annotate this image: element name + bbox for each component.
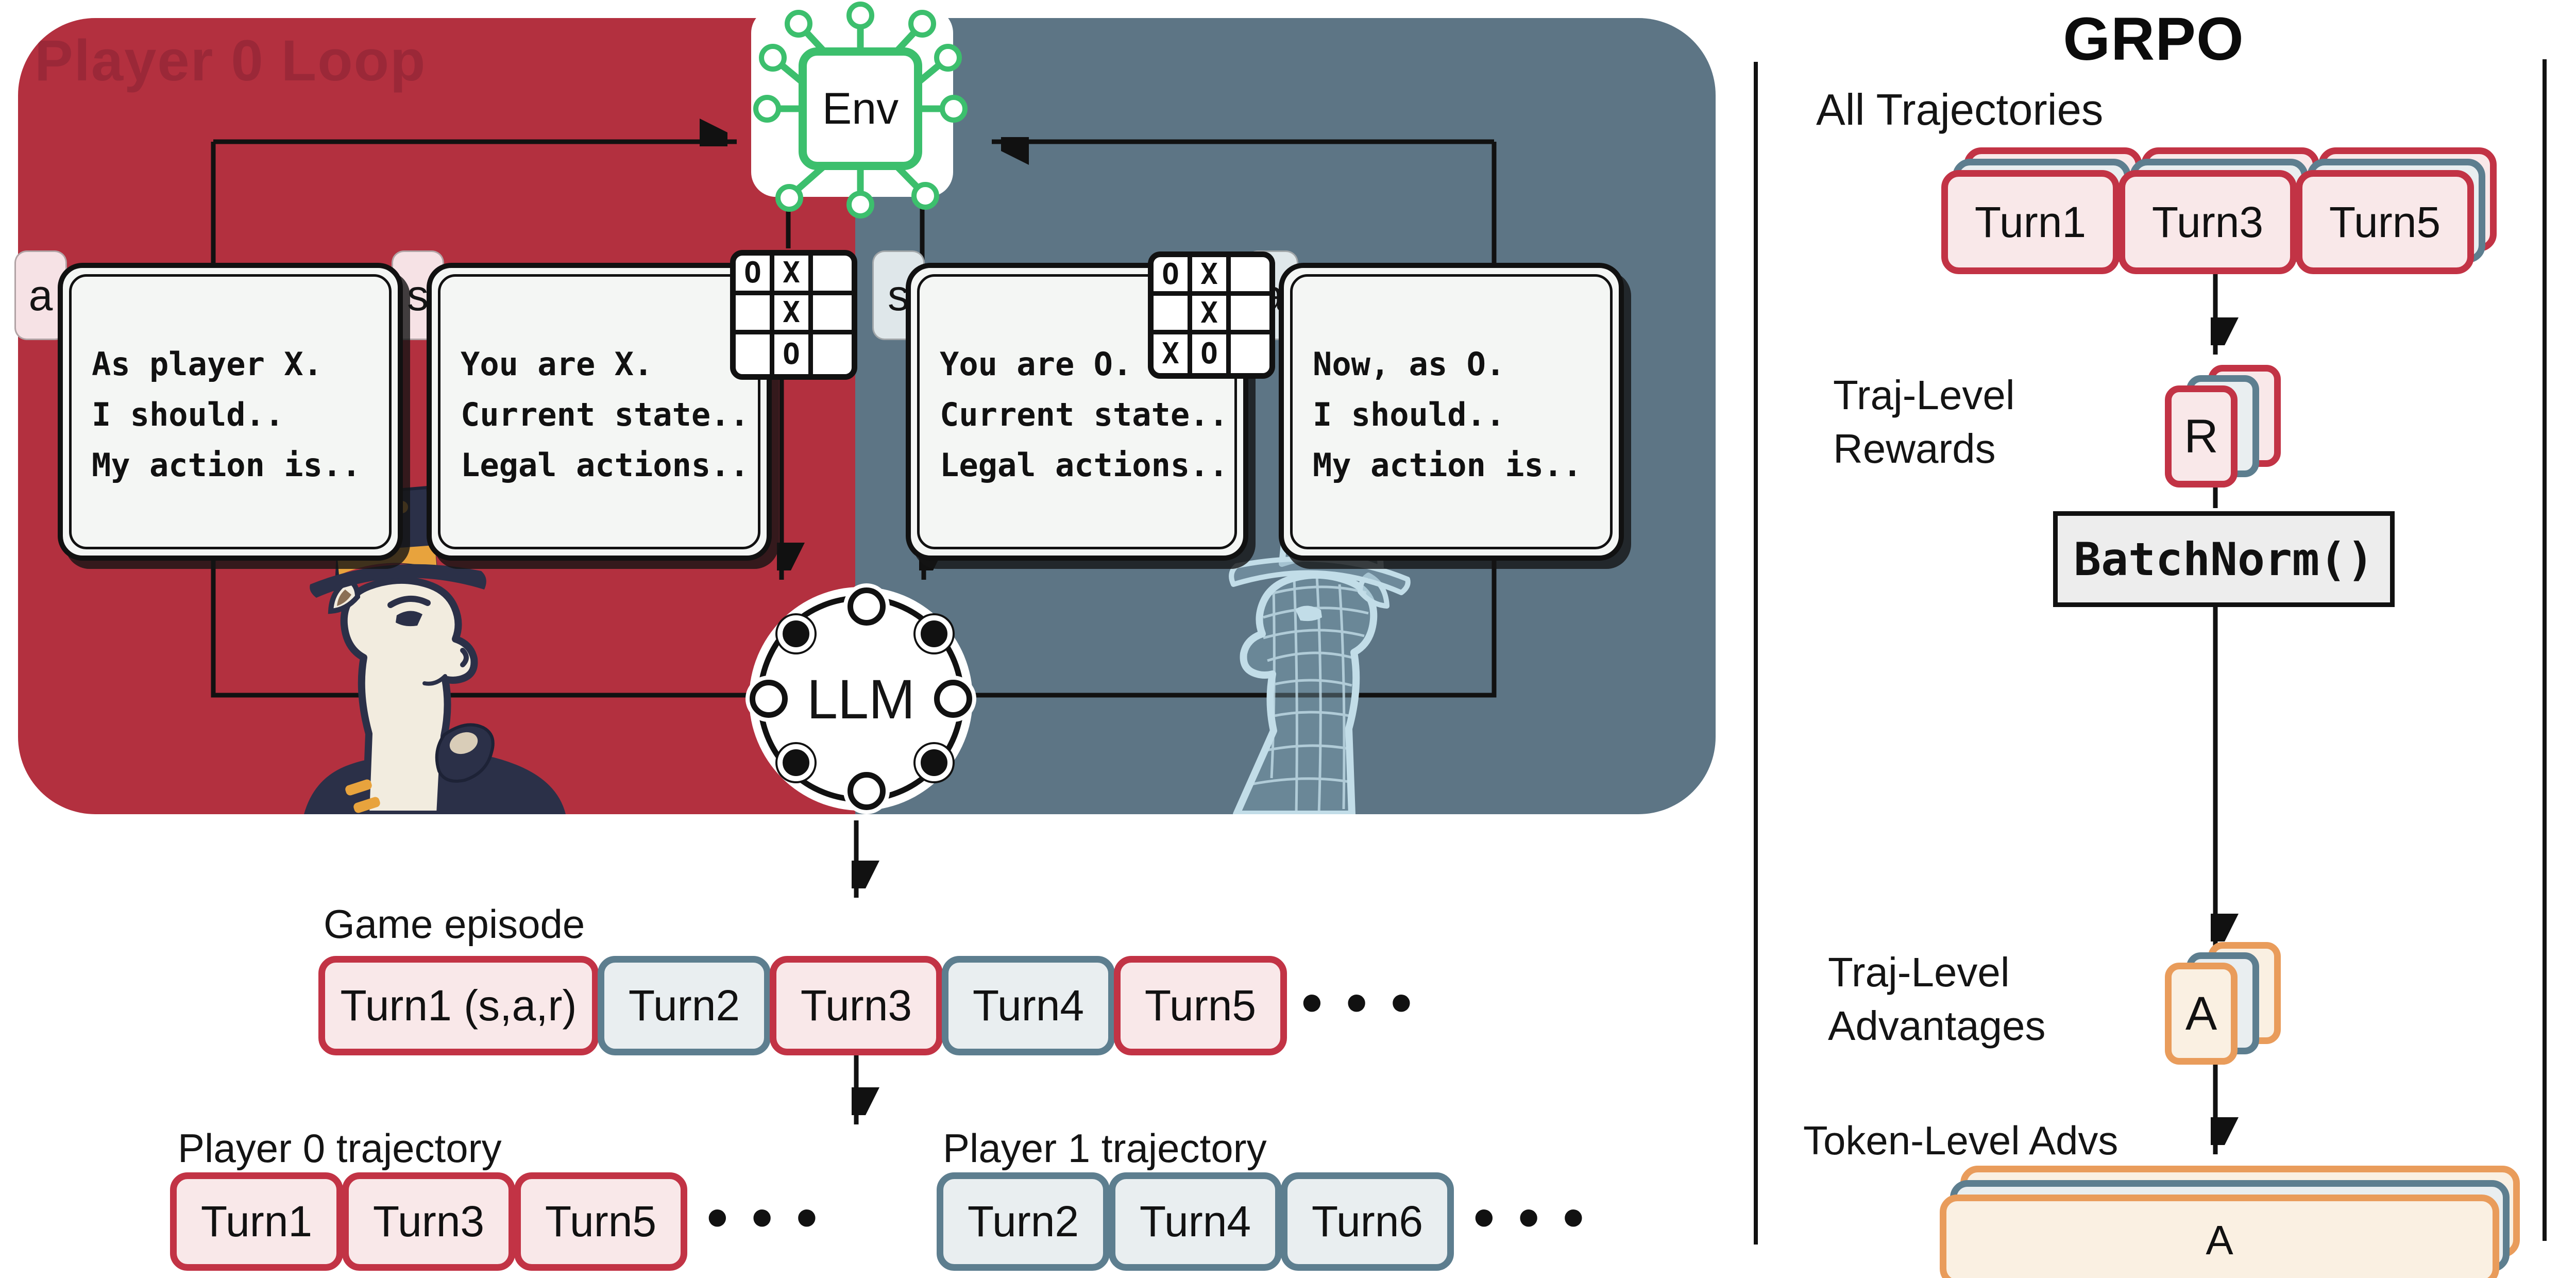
llm-pad-icon [777, 615, 815, 652]
bubble-line: Current state.. [461, 396, 749, 433]
bubble-line: You are O. [940, 345, 1132, 383]
all-trajectories-label: All Trajectories [1816, 86, 2104, 134]
loop-wires [211, 18, 1497, 698]
board-cell: X [1154, 334, 1192, 373]
board-cell [1154, 296, 1192, 334]
grpo-traj-card: Turn5 [2296, 170, 2474, 274]
llm-label: LLM [806, 667, 916, 730]
board-cell [813, 256, 852, 295]
turn-card-label: Turn3 [2151, 197, 2264, 246]
board-cell [1231, 296, 1269, 334]
episode-turn-card: Turn4 [942, 956, 1115, 1055]
llm-pad-icon [777, 744, 815, 781]
grpo-traj-card: Turn1 [1941, 170, 2120, 274]
board-cell [736, 334, 774, 374]
llm-pad-icon [916, 744, 953, 781]
p0-turn-card: Turn3 [342, 1172, 515, 1271]
game-episode-label: Game episode [324, 901, 585, 947]
board-cell: X [1192, 257, 1231, 296]
board-cell: X [774, 295, 813, 335]
board-cell: O [736, 256, 774, 295]
player0-trajectory-label: Player 0 trajectory [178, 1125, 502, 1171]
turn-card-label: Turn1 [200, 1197, 313, 1246]
bubble-line: I should.. [1313, 396, 1505, 433]
grpo-token-level-label: Token-Level Advs [1803, 1118, 2119, 1163]
llm-node: LLM [750, 587, 972, 810]
episode-turn-card: Turn1 (s,a,r) [318, 956, 599, 1055]
board-cell [813, 295, 852, 335]
token-advantage-card: A [1940, 1195, 2499, 1278]
board-cell: O [774, 334, 813, 374]
panel-watermark: Player 0 Loop [35, 28, 427, 93]
board-cell [736, 295, 774, 335]
board-cell: O [1192, 334, 1231, 373]
p1-turn-card: Turn2 [937, 1172, 1110, 1271]
p1-ellipsis: ••• [1468, 1191, 1603, 1248]
player0-action-bubble: As player X. I should.. My action is.. [58, 263, 403, 561]
bubble-line: As player X. [92, 345, 323, 383]
grpo-batchnorm-box: BatchNorm() [2053, 511, 2395, 607]
turn-card-label: Turn5 [545, 1197, 657, 1246]
bubble-line: I should.. [92, 396, 284, 433]
llm-pad-icon [848, 587, 886, 626]
turn-card-label: Turn6 [1311, 1197, 1423, 1246]
episode-turn-card: Turn3 [770, 956, 943, 1055]
traj-advantage-card: A [2165, 963, 2238, 1065]
bubble-line: Current state.. [940, 396, 1228, 433]
traj-reward-card: R [2165, 385, 2238, 487]
player1-action-bubble: Now, as O. I should.. My action is.. [1279, 263, 1624, 561]
llm-pad-icon [934, 680, 972, 718]
episode-ellipsis: ••• [1296, 977, 1431, 1033]
bubble-line: You are X. [461, 345, 653, 383]
turn-card-label: Turn1 (s,a,r) [340, 981, 577, 1030]
p0-turn-card: Turn1 [170, 1172, 343, 1271]
bubble-line: Legal actions.. [461, 446, 749, 484]
turn-card-label: Turn3 [800, 981, 912, 1030]
player1-trajectory-label: Player 1 trajectory [943, 1125, 1267, 1171]
episode-turn-card: Turn5 [1114, 956, 1287, 1055]
p0-turn-card: Turn5 [514, 1172, 687, 1271]
turn-card-label: Turn2 [628, 981, 740, 1030]
llm-pad-icon [916, 615, 953, 652]
p1-turn-card: Turn6 [1281, 1172, 1454, 1271]
p0-ellipsis: ••• [702, 1191, 836, 1248]
turn-card-label: Turn5 [2329, 197, 2441, 246]
board-cell: X [774, 256, 813, 295]
turn-card-label: Turn3 [372, 1197, 485, 1246]
llm-pad-icon [848, 772, 886, 810]
bubble-line: Now, as O. [1313, 345, 1505, 383]
grpo-traj-card: Turn3 [2119, 170, 2297, 274]
board-cell: X [1192, 296, 1231, 334]
player1-state-bubble: You are O. Current state.. Legal actions.. [906, 263, 1248, 561]
turn-card-label: Turn4 [972, 981, 1084, 1030]
turn-card-label: Turn4 [1139, 1197, 1251, 1246]
board-cell: O [1154, 257, 1192, 296]
grpo-title: GRPO [2063, 5, 2244, 73]
turn-card-label: Turn1 [1974, 197, 2087, 246]
board-cell [1231, 257, 1269, 296]
episode-turn-card: Turn2 [598, 956, 771, 1055]
turn-card-label: Turn2 [967, 1197, 1079, 1246]
tag-letter: s [407, 271, 429, 320]
bubble-line: My action is.. [92, 446, 361, 484]
player0-state-bubble: You are X. Current state.. Legal actions.. [427, 263, 772, 561]
env-chip-icon: Env [753, 2, 968, 218]
env-chip-label: Env [822, 84, 899, 133]
p1-turn-card: Turn4 [1109, 1172, 1282, 1271]
bubble-line: My action is.. [1313, 446, 1582, 484]
tag-letter: a [28, 271, 53, 320]
llm-pad-icon [750, 680, 788, 718]
bubble-line: Legal actions.. [940, 446, 1228, 484]
turn-card-label: Turn5 [1144, 981, 1257, 1030]
